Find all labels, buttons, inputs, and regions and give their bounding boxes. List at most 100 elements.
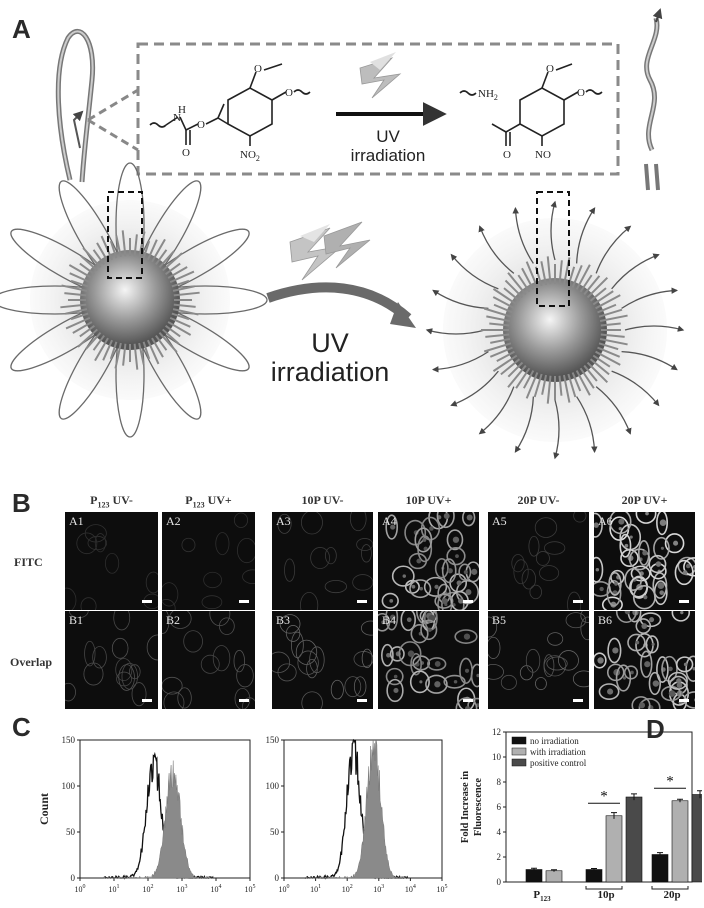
cell-nucleus	[434, 584, 439, 589]
cell-outline	[129, 664, 141, 680]
cell-nucleus	[612, 647, 619, 654]
column-header-2: 10P UV-	[301, 493, 344, 507]
cell-outline	[558, 650, 579, 671]
scale-bar	[142, 600, 152, 603]
cell-nucleus	[402, 574, 407, 578]
cell-outline	[573, 512, 587, 523]
scale-bar	[239, 699, 249, 702]
cell-outline	[409, 670, 430, 694]
cell-nucleus	[452, 536, 460, 543]
cell-outline	[572, 670, 589, 688]
histogram-outline-series	[103, 751, 214, 880]
reaction-irradiation-label: irradiation	[351, 146, 426, 165]
micrograph-label: A3	[276, 514, 291, 528]
cell-nucleus	[642, 550, 648, 556]
panel-a-schematic: H N O O O O NO2 UV irradiation	[0, 8, 685, 460]
bar-P123-1	[545, 870, 563, 883]
y-tick-label: 50	[66, 827, 76, 837]
scale-bar	[357, 600, 367, 603]
cell-outline	[92, 646, 107, 669]
cell-outline	[381, 643, 394, 667]
cell-outline	[535, 551, 550, 566]
y-tick-label: 12	[492, 727, 501, 737]
x-tick-label: 102	[143, 884, 154, 894]
cell-nucleus	[638, 702, 646, 709]
column-header-3: 10P UV+	[405, 493, 452, 507]
cell-outline	[300, 591, 319, 610]
panel-letter-d: D	[646, 714, 665, 744]
x-tick-label: 103	[177, 884, 188, 894]
cell-outline	[234, 687, 251, 709]
cell-outline	[519, 665, 534, 681]
cell-outline	[410, 652, 422, 676]
x-category-label: 20p	[663, 889, 680, 901]
cell-outline	[467, 697, 479, 709]
uv-lightning-large-icon	[289, 221, 371, 281]
cell-outline	[381, 592, 399, 609]
cell-outline	[203, 571, 223, 589]
cell-outline	[594, 652, 607, 669]
cell-outline	[661, 655, 678, 682]
cell-nucleus	[471, 568, 478, 575]
x-category-label: 10p	[597, 889, 614, 901]
column-header-4: 20P UV-	[517, 493, 560, 507]
cell-outline	[598, 683, 620, 701]
cell-outline	[640, 650, 653, 678]
cell-outline	[236, 664, 254, 688]
bar-P123-0	[525, 869, 543, 883]
cell-outline	[648, 671, 661, 696]
cell-outline	[441, 558, 457, 584]
cell-outline	[632, 585, 656, 610]
cell-outline	[410, 623, 429, 644]
cell-nucleus	[668, 666, 673, 672]
cell-outline	[607, 637, 622, 664]
cell-nucleus	[618, 518, 625, 525]
cell-outline	[648, 554, 667, 574]
x-category-label: P123	[533, 889, 551, 903]
cell-outline	[356, 538, 373, 551]
cell-outline	[233, 512, 249, 528]
histogram-outline-series	[304, 738, 408, 880]
cell-outline	[215, 532, 230, 556]
cell-outline	[352, 574, 373, 591]
cell-outline	[209, 611, 231, 627]
cell-outline	[84, 640, 96, 667]
cell-outline	[284, 558, 296, 582]
cell-outline	[671, 611, 691, 622]
y-axis-label: Count	[37, 793, 51, 825]
cell-nucleus	[641, 623, 648, 629]
legend-label: positive control	[530, 758, 587, 768]
cell-nucleus	[624, 543, 629, 548]
cell-outline	[277, 513, 292, 534]
chem-nh2: NH2	[478, 88, 498, 102]
cell-outline	[162, 676, 183, 695]
cell-nucleus	[464, 668, 470, 673]
cell-outline	[488, 664, 504, 680]
panel-a: A	[0, 8, 685, 460]
cell-nucleus	[389, 598, 394, 603]
cell-outline	[297, 650, 319, 675]
cell-nucleus	[693, 564, 695, 569]
cell-outline	[664, 533, 685, 554]
cell-outline	[385, 611, 399, 631]
cell-outline	[539, 565, 560, 581]
micrograph-label: A4	[382, 514, 397, 528]
cell-outline	[233, 649, 245, 673]
cell-outline	[353, 676, 367, 697]
cell-outline	[446, 529, 464, 551]
cell-outline	[116, 671, 133, 687]
cell-outline	[525, 648, 541, 673]
cell-outline	[162, 582, 179, 607]
x-tick-label: 104	[211, 884, 222, 894]
cell-nucleus	[463, 633, 471, 640]
cell-outline	[459, 657, 473, 684]
scale-bar	[679, 699, 689, 702]
bar-10p-0	[585, 869, 603, 883]
cell-outline	[615, 664, 632, 692]
cell-outline	[683, 557, 695, 577]
cell-outline	[200, 654, 220, 674]
x-tick-label: 101	[109, 884, 120, 894]
y-axis-label-line1: Fold Increase in	[460, 771, 471, 843]
cell-outline	[488, 636, 501, 659]
cell-outline	[594, 556, 604, 583]
